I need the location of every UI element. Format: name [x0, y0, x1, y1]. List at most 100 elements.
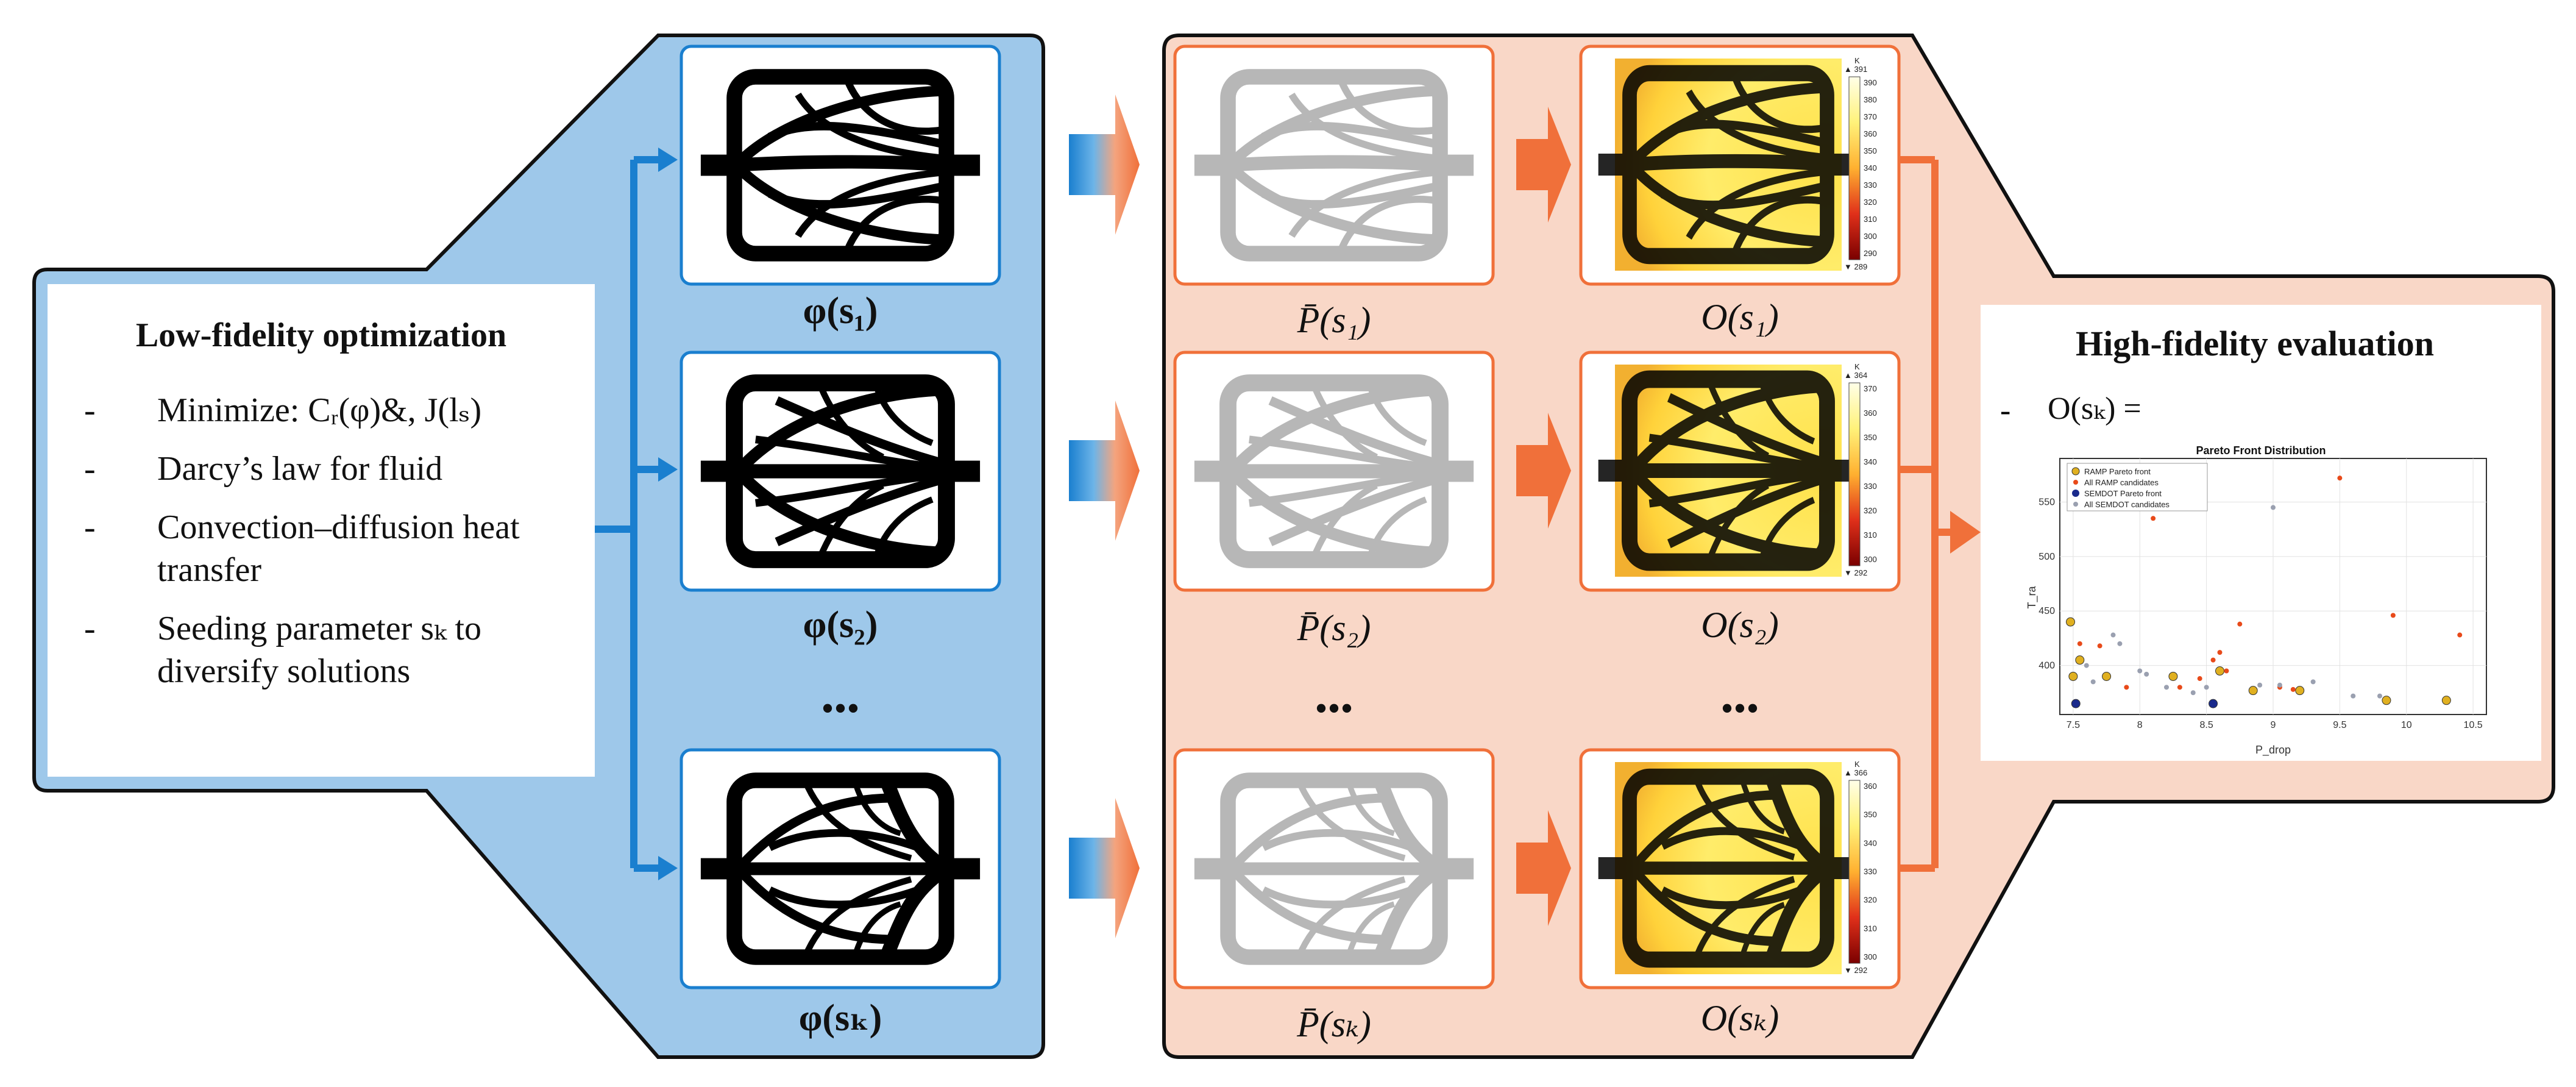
projected-box-2 — [1173, 351, 1495, 592]
colorbar-k-unit: K — [1854, 760, 1860, 769]
chart-point — [2217, 650, 2223, 655]
projected-label-2: P̄(s₂) — [1297, 608, 1371, 648]
chart-point — [2209, 699, 2218, 708]
chart-point — [2066, 617, 2075, 627]
chart-point — [2204, 685, 2209, 690]
low-fidelity-box: Low-fidelity optimization - Minimize: Cᵣ… — [48, 284, 595, 777]
chart-point — [2248, 686, 2258, 696]
chart-point — [2124, 685, 2129, 690]
bullet-text: Convection–diffusion heat transfer — [157, 508, 520, 589]
colorbar-tick-label: 370 — [1864, 384, 1877, 393]
chart-point — [2077, 641, 2082, 646]
chart-point — [2441, 696, 2451, 705]
bullet-convection: - Convection–diffusion heat transfer — [72, 506, 570, 591]
colorbar-tick-label: 350 — [1864, 810, 1877, 819]
orange-connector — [1899, 156, 1981, 872]
chart-xtick-label: 9 — [2271, 720, 2276, 730]
high-fidelity-dash: - — [2000, 393, 2011, 428]
bullet-darcy: - Darcy’s law for fluid — [72, 447, 570, 490]
output-label-1: O(s₁) — [1701, 297, 1779, 337]
colorbar-k-max: ▲ 366 — [1844, 768, 1867, 777]
chart-point — [2457, 632, 2463, 638]
blue-connector — [595, 148, 678, 880]
chart-point — [2075, 655, 2085, 665]
chart-xtick-label: 10 — [2401, 720, 2412, 730]
temperature-box-1 — [1579, 45, 1901, 286]
bullet-minimize: - Minimize: Cᵣ(φ)&, J(lₛ) — [72, 389, 570, 432]
chart-point — [2377, 693, 2382, 699]
chart-point — [2144, 671, 2149, 677]
chart-point — [2090, 679, 2096, 685]
chart-point — [2190, 690, 2196, 696]
output-label-2: O(s₂) — [1701, 605, 1779, 645]
chart-xtick-label: 9.5 — [2333, 720, 2346, 730]
chart-point — [2097, 643, 2102, 649]
chart-legend: RAMP Pareto front All RAMP candidates SE… — [2067, 463, 2208, 511]
colorbar-tick-label: 320 — [1864, 506, 1877, 515]
colorbar-tick-label: 330 — [1864, 180, 1877, 190]
chart-xtick-label: 10.5 — [2464, 720, 2483, 730]
colorbar-tick-label: 360 — [1864, 782, 1877, 791]
legend-item-4: All SEMDOT candidates — [2084, 500, 2170, 509]
chart-xtick-label: 8 — [2137, 720, 2143, 730]
bullet-dash: - — [84, 450, 96, 488]
colorbar-tick-label: 310 — [1864, 924, 1877, 933]
chart-point — [2084, 663, 2089, 668]
temperature-box-k — [1579, 748, 1901, 989]
design-label-1: φ(s₁) — [803, 290, 878, 332]
chart-point — [2210, 657, 2216, 663]
projected-label-k: P̄(sₖ) — [1296, 1004, 1371, 1044]
colorbar-1-unit: K — [1854, 56, 1860, 65]
colorbar-1-min: ▼ 289 — [1844, 262, 1867, 271]
chart-xtick-label: 7.5 — [2067, 720, 2080, 730]
solve-arrows — [1516, 107, 1571, 926]
colorbar-k-min: ▼ 292 — [1844, 966, 1867, 975]
colorbar-tick-label: 310 — [1864, 530, 1877, 540]
chart-point — [2197, 676, 2202, 682]
chart-point — [2164, 685, 2169, 690]
colorbar-2-max: ▲ 364 — [1844, 371, 1867, 380]
chart-point — [2137, 668, 2143, 674]
design-label-k: φ(sₖ) — [799, 997, 882, 1039]
colorbar-tick-label: 390 — [1864, 78, 1877, 87]
chart-ytick-label: 500 — [2038, 552, 2055, 562]
transfer-arrows — [1069, 94, 1140, 938]
chart-point — [2290, 686, 2296, 692]
chart-point — [2215, 666, 2224, 676]
chart-point — [2277, 682, 2282, 688]
colorbar-1-text: K ▲ 391 ▼ 289 — [1844, 56, 1867, 271]
chart-ytick-label: 450 — [2038, 606, 2055, 616]
chart-point — [2224, 668, 2229, 674]
colorbar-tick-label: 290 — [1864, 249, 1877, 258]
bullet-seeding: - Seeding parameter sₖ to diversify solu… — [72, 607, 570, 693]
colorbar-tick-label: 340 — [1864, 163, 1877, 173]
colorbar-tick-label: 320 — [1864, 896, 1877, 905]
colorbar-1-max: ▲ 391 — [1844, 65, 1867, 74]
bullet-text: Seeding parameter sₖ to diversify soluti… — [157, 610, 482, 690]
colorbar-tick-label: 380 — [1864, 95, 1877, 104]
design-ellipsis: ••• — [821, 688, 859, 729]
projected-ellipsis: ••• — [1315, 688, 1353, 729]
chart-point — [2257, 682, 2263, 688]
projected-box-k — [1173, 748, 1495, 989]
chart-ylabel: T_ra — [2026, 586, 2038, 609]
colorbar-tick-label: 340 — [1864, 457, 1877, 466]
colorbar-tick-label: 340 — [1864, 838, 1877, 847]
colorbar-tick-label: 350 — [1864, 433, 1877, 442]
projected-label-1: P̄(s₁) — [1297, 300, 1371, 340]
colorbar-tick-label: 350 — [1864, 146, 1877, 155]
output-ellipsis: ••• — [1720, 688, 1759, 729]
colorbar-tick-label: 360 — [1864, 129, 1877, 138]
chart-point — [2151, 516, 2156, 521]
chart-point — [2102, 671, 2112, 681]
chart-point — [2071, 699, 2081, 708]
chart-ytick-label: 400 — [2038, 661, 2055, 671]
chart-point — [2068, 671, 2078, 681]
chart-point — [2295, 686, 2305, 696]
bullet-text: Darcy’s law for fluid — [157, 450, 443, 488]
chart-point — [2237, 621, 2243, 627]
design-label-2: φ(s₂) — [803, 604, 878, 646]
chart-ytick-label: 550 — [2038, 497, 2055, 507]
